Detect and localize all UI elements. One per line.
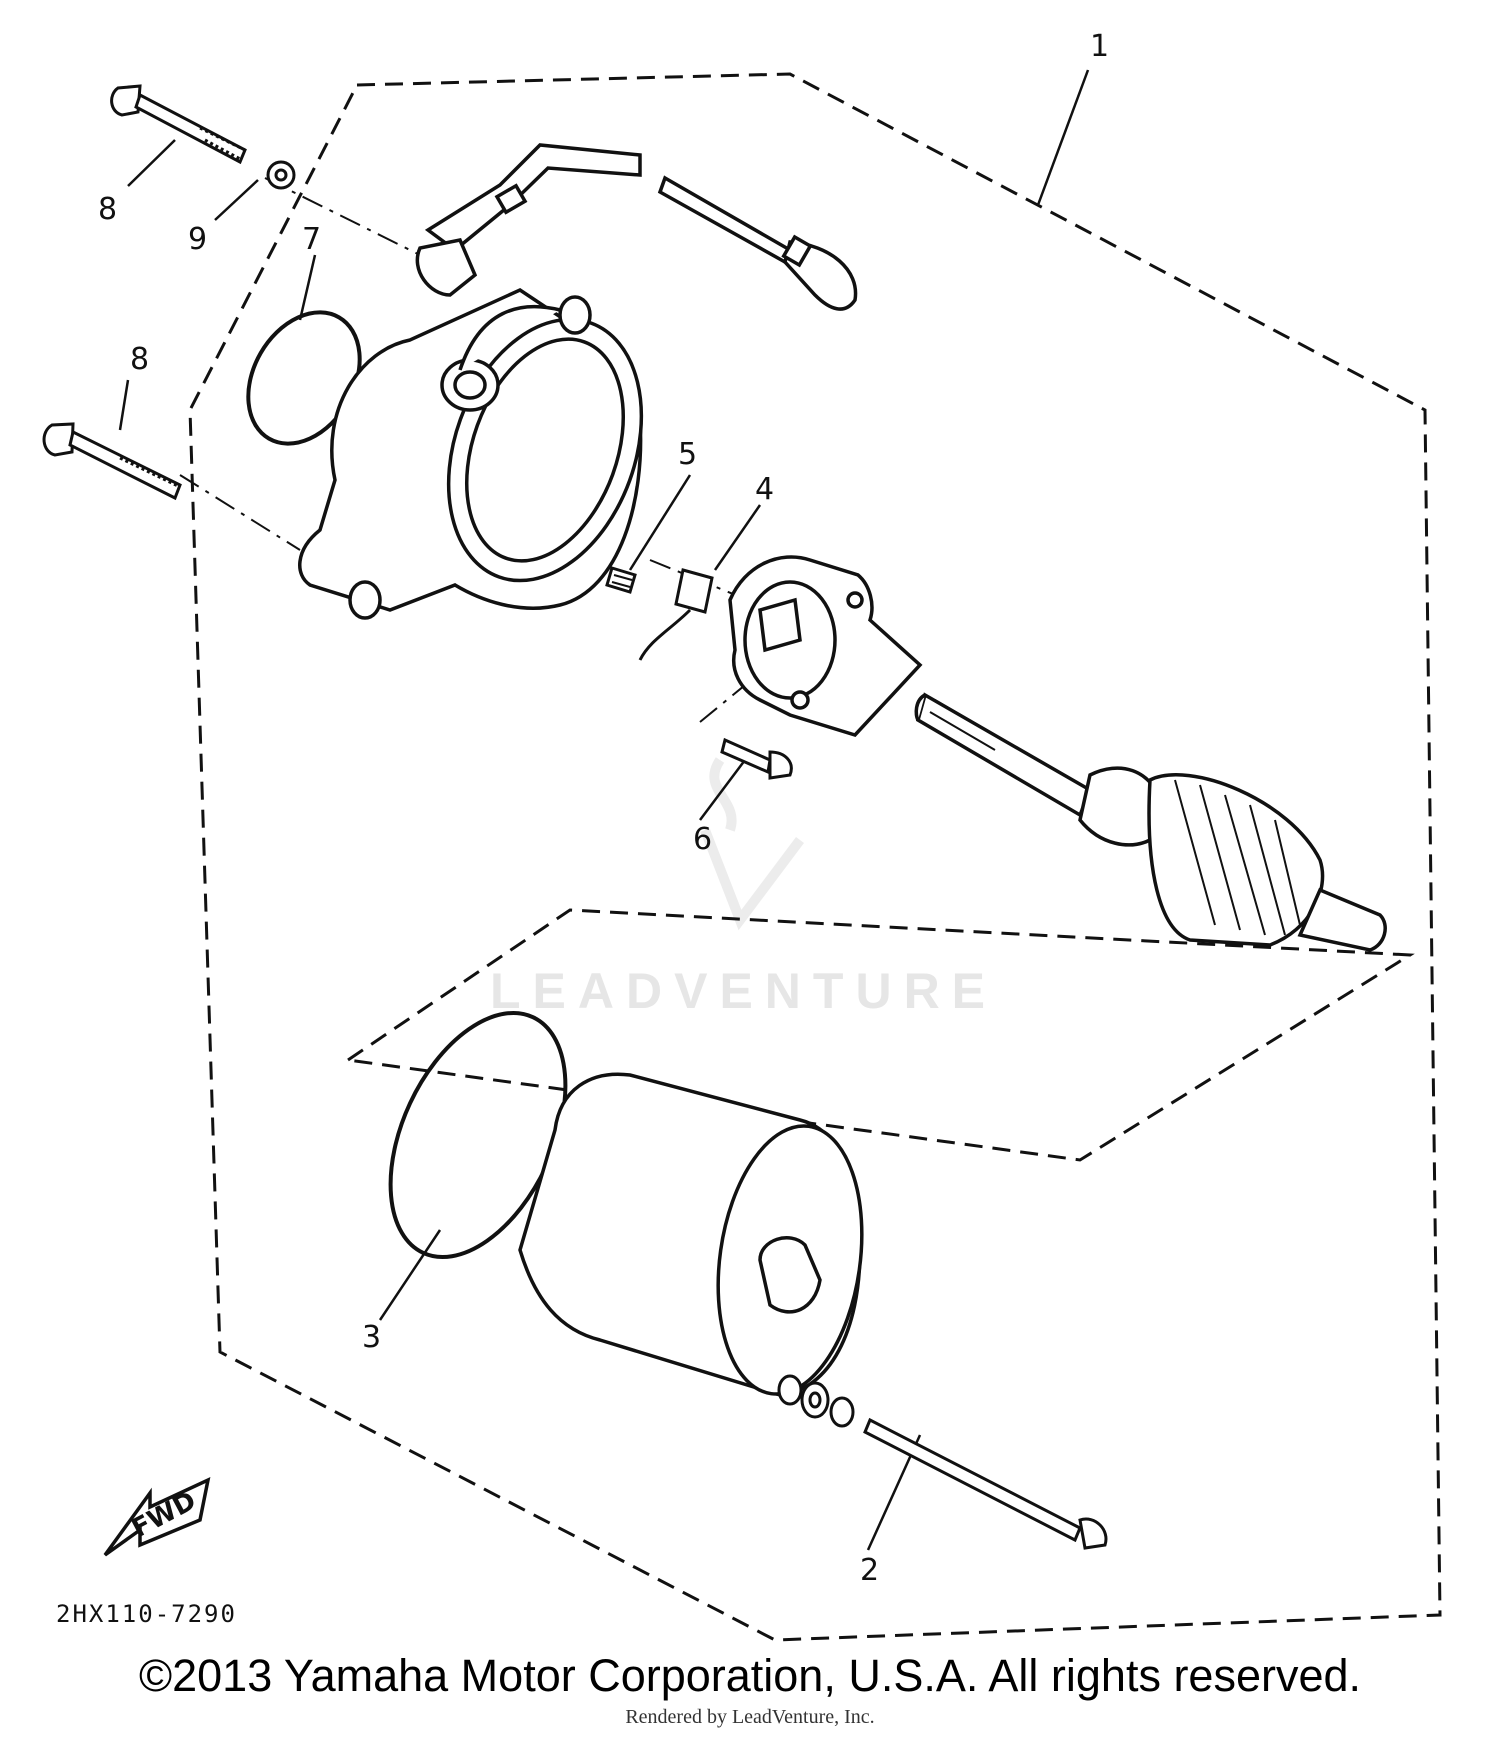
copyright-notice: ©2013 Yamaha Motor Corporation, U.S.A. A…: [138, 1650, 1362, 1701]
callout-6: 6: [693, 822, 713, 857]
callout-2: 2: [860, 1553, 880, 1588]
callout-4: 4: [755, 472, 775, 507]
fwd-arrow-icon: [103, 1476, 211, 1557]
screw-6: [720, 737, 793, 780]
carbon-brush-4: [638, 568, 714, 661]
brush-holder-plate: [728, 555, 923, 737]
lead-wire: [415, 143, 858, 311]
leader-lines: [118, 69, 1090, 1551]
callout-8-upper: 8: [98, 192, 118, 227]
armature: [914, 692, 1387, 952]
through-bolt-2: [863, 1417, 1108, 1550]
assembly-outline: [188, 72, 1442, 1642]
bolt-lower: [42, 422, 182, 501]
brush-spring-5: [605, 566, 637, 594]
armature-group-outline: [343, 908, 1415, 1162]
callout-3: 3: [362, 1320, 382, 1355]
yoke-body: [518, 1072, 864, 1397]
callout-7: 7: [302, 222, 322, 257]
leadventure-watermark-logo: [700, 757, 804, 931]
callout-8-lower: 8: [130, 342, 150, 377]
callout-5: 5: [678, 437, 698, 472]
rendered-by-notice: Rendered by LeadVenture, Inc.: [625, 1706, 875, 1728]
bolt-upper: [110, 84, 247, 165]
callout-1: 1: [1090, 29, 1110, 64]
callout-9: 9: [188, 222, 208, 257]
watermark-text: LEADVENTURE: [490, 963, 998, 1019]
diagram-code: 2HX110-7290: [56, 1600, 237, 1628]
front-cover-housing: [298, 288, 644, 620]
washer-9: [266, 160, 296, 190]
washer-set: [777, 1374, 855, 1428]
